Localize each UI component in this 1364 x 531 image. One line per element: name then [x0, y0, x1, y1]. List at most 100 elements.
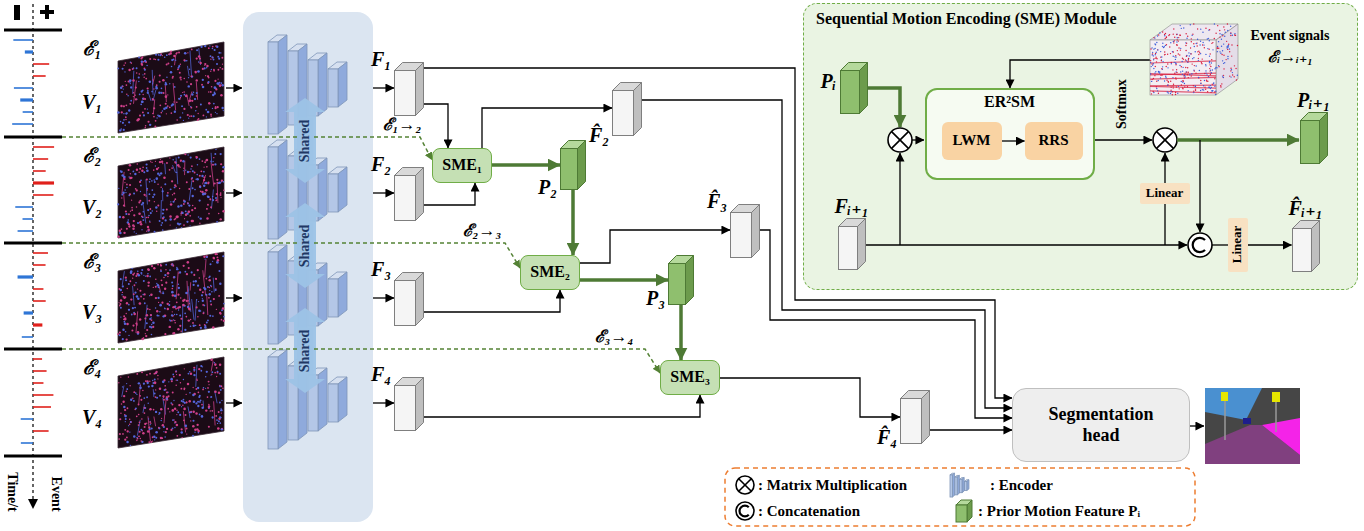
event-dot [152, 79, 153, 80]
event-dot [170, 320, 172, 322]
event-dot [1206, 80, 1207, 81]
softmax-wire [1095, 139, 1152, 140]
event-dot [140, 438, 141, 439]
cube-shape [730, 204, 760, 258]
event-dot [183, 419, 185, 421]
event-dot [159, 161, 161, 163]
event-dot [124, 182, 125, 183]
event-dot [190, 420, 191, 421]
event-dot [1211, 87, 1212, 88]
event-dot [1230, 67, 1231, 68]
event-dot [1182, 67, 1183, 68]
event-dot [1182, 88, 1183, 89]
event-dot [217, 423, 218, 424]
event-dot [145, 78, 147, 80]
event-dot [186, 300, 188, 302]
event-dot [200, 370, 202, 372]
wire [912, 139, 924, 140]
event-dot [141, 63, 143, 65]
event-dot [170, 402, 172, 404]
event-streak [173, 165, 176, 173]
event-dot [126, 112, 128, 114]
symbol-label: ℰᵢ→ᵢ₊₁ [1268, 48, 1313, 66]
event-streak [1150, 61, 1216, 63]
event-dot [180, 388, 182, 390]
event-dot [169, 326, 171, 328]
event-dot [1205, 54, 1206, 55]
event-dot [172, 159, 174, 161]
event-dot [151, 162, 152, 163]
event-dot [1207, 48, 1208, 49]
event-dot [206, 208, 208, 210]
event-dot [146, 396, 148, 398]
event-dot [196, 95, 198, 97]
event-dot [148, 402, 149, 403]
event-dot [125, 418, 127, 420]
block-label: Segmentation head [1031, 404, 1171, 445]
event-dot [1208, 76, 1209, 77]
event-dot [191, 178, 193, 180]
feature-label: F̂₃ [707, 190, 727, 212]
event-dot [130, 445, 131, 446]
event-dot [155, 372, 157, 374]
event-dot [201, 404, 203, 406]
event-dot [166, 77, 167, 78]
event-dot [216, 199, 218, 201]
event-dot [124, 415, 127, 418]
event-dot [126, 441, 128, 443]
event-dot [1227, 47, 1228, 48]
event-dot [170, 188, 172, 190]
event-dot [123, 315, 125, 317]
event-dot [183, 203, 185, 205]
event-dot [123, 395, 125, 397]
event-dot [186, 60, 188, 62]
event-dot [1222, 35, 1223, 36]
event-dot [119, 334, 121, 336]
event-frame [118, 357, 224, 448]
event-streak [133, 286, 135, 305]
event-dot [131, 200, 132, 201]
event-dot [1157, 49, 1158, 50]
event-dot [1185, 67, 1186, 68]
event-tick [33, 430, 49, 432]
event-dot [1174, 56, 1175, 57]
event-dot [132, 68, 134, 70]
event-dot [198, 309, 200, 311]
event-dot [165, 431, 167, 433]
event-dot [128, 169, 130, 171]
event-dot [174, 320, 176, 322]
event-dot [1191, 41, 1192, 42]
event-dot [145, 275, 146, 276]
event-dot [219, 364, 221, 366]
event-dot [195, 325, 197, 327]
er2sm-block: ER²SMLWMRRS [925, 88, 1095, 180]
event-dot [159, 174, 161, 176]
event-dot [138, 424, 140, 426]
event-dot [152, 196, 154, 198]
event-dot [129, 177, 131, 179]
block-label: LWM [953, 132, 991, 149]
event-dot [159, 81, 161, 83]
event-dot [1161, 68, 1162, 69]
event-dot [171, 265, 172, 266]
event-dot [156, 84, 158, 86]
event-dot [125, 279, 127, 281]
event-dot [147, 268, 149, 270]
event-dot [153, 436, 155, 438]
event-dot [1185, 45, 1186, 46]
event-dot [199, 222, 201, 224]
event-dot [181, 227, 182, 228]
event-dot [141, 61, 143, 63]
event-tick [33, 181, 54, 184]
feature-wire [1164, 153, 1165, 245]
event-dot [163, 107, 166, 110]
event-dot [127, 219, 129, 221]
sme-module-wires [866, 60, 1299, 257]
event-dot [147, 268, 149, 270]
event-dot [191, 165, 193, 167]
event-dot [126, 388, 128, 390]
volume-side [1216, 24, 1238, 95]
event-dot [143, 275, 144, 276]
event-dot [205, 75, 206, 76]
symbol-label: ℰ₄ [83, 356, 102, 379]
